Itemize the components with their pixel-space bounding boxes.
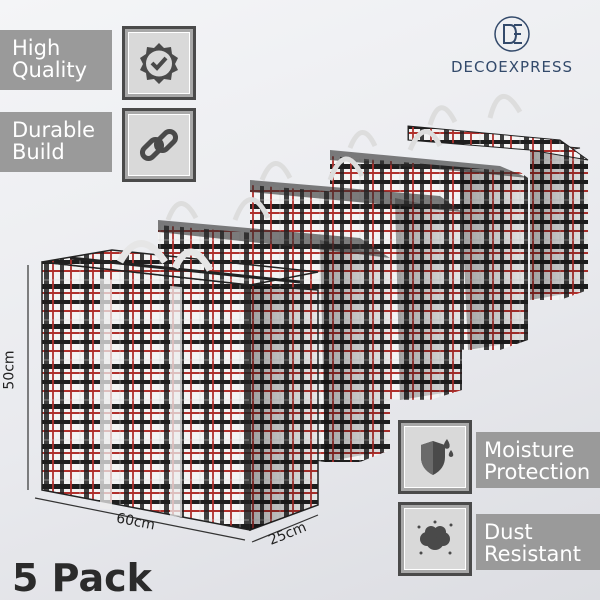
feature-label-line: Protection [484, 460, 591, 484]
feature-label-line: Resistant [484, 542, 581, 566]
feature-label-line: Build [12, 140, 65, 164]
dust-cloud-icon [417, 520, 453, 555]
feature-label-durable-build: Durable Build [0, 112, 112, 172]
brand-monogram-icon [494, 16, 530, 52]
pack-count-label: 5 Pack [12, 556, 152, 600]
feature-label-line: High [12, 36, 61, 60]
feature-box-durable-build [122, 108, 196, 182]
brand-name: DECOEXPRESS [450, 58, 574, 76]
feature-label-line: Durable [12, 118, 96, 142]
dimension-lines [27, 265, 319, 543]
feature-box-dust-resistant [398, 502, 472, 576]
feature-label-moisture-protection: Moisture Protection [476, 432, 600, 488]
feature-label-line: Quality [12, 58, 88, 82]
brand-logo: DECOEXPRESS [432, 14, 592, 76]
feature-box-moisture-protection [398, 420, 472, 494]
feature-label-line: Dust [484, 520, 533, 544]
feature-label-dust-resistant: Dust Resistant [476, 514, 600, 570]
feature-label-line: Moisture [484, 438, 575, 462]
chain-link-icon [139, 128, 179, 162]
dimension-height: 50cm [1, 350, 18, 390]
shield-droplet-icon [421, 439, 454, 475]
bag-1 [41, 240, 319, 532]
bag-5 [407, 94, 589, 300]
feature-box-high-quality [122, 26, 196, 100]
badge-check-icon [140, 43, 178, 84]
feature-label-high-quality: High Quality [0, 30, 112, 90]
